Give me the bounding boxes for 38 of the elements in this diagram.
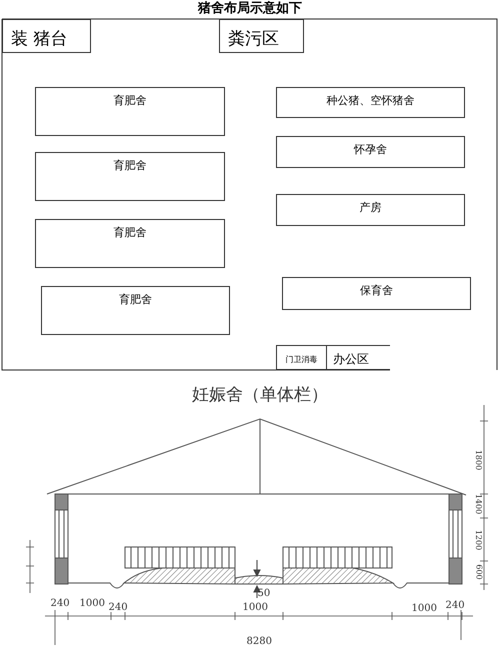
dimension-label: 1000 (242, 603, 268, 613)
building-label: 门卫消毒 (286, 354, 318, 365)
dimension-label: 1800 (474, 450, 482, 470)
building-label: 育肥舍 (114, 93, 146, 108)
building-label: 育肥舍 (114, 225, 146, 240)
dimension-label: 240 (108, 603, 128, 613)
building-box (41, 286, 230, 335)
building-box (276, 194, 465, 226)
building-label: 怀孕舍 (354, 142, 387, 157)
dimension-label: 8280 (246, 637, 272, 647)
building-box (276, 345, 327, 370)
dimension-label: 240 (446, 601, 465, 611)
dimension-label: 1400 (474, 494, 482, 514)
building-box (35, 219, 225, 268)
building-label: 种公猪、空怀猪舍 (326, 93, 414, 108)
building-label: 粪污区 (228, 28, 279, 50)
dimension-label: 240 (50, 599, 70, 609)
dimension-label: 600 (474, 564, 482, 580)
title: 猪舍布局示意如下 (196, 1, 303, 17)
section-heading: 妊娠舍（单体栏） (192, 386, 328, 404)
dimension-label: 1200 (474, 530, 482, 550)
building-label: 办公区 (333, 351, 369, 368)
dimension-label: 1000 (412, 604, 437, 614)
building-label: 育肥舍 (114, 158, 146, 173)
building-box (35, 87, 225, 136)
building-box (219, 19, 304, 53)
building-label: 育肥舍 (119, 292, 152, 307)
building-label: 产房 (360, 200, 382, 215)
building-box (35, 152, 225, 201)
building-label: 保育舍 (360, 283, 393, 298)
building-box (326, 345, 390, 370)
dimension-label: 50 (258, 589, 270, 599)
building-box (276, 87, 465, 118)
building-box (276, 136, 465, 168)
building-box (2, 19, 91, 53)
dimension-label: 1000 (80, 599, 105, 609)
building-box (282, 277, 471, 310)
building-label: 装 猪台 (11, 28, 68, 50)
